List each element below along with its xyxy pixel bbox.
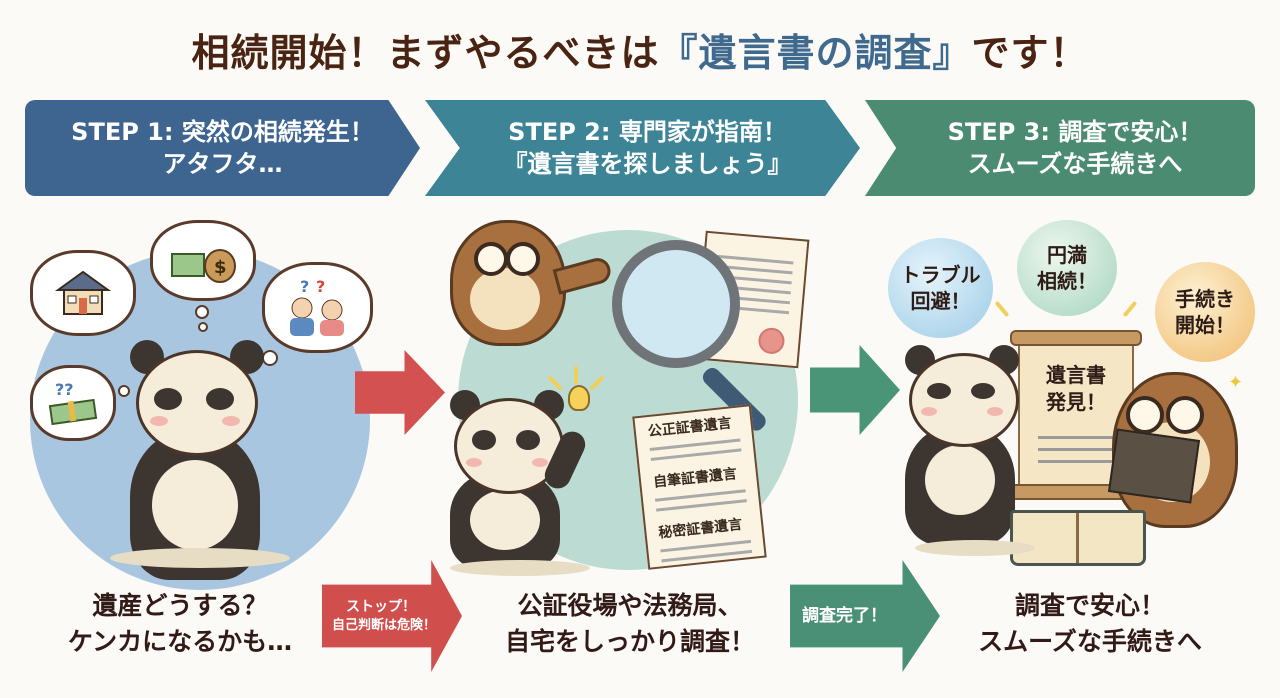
- ground-shadow: [110, 548, 290, 568]
- step-2-banner: STEP 2: 専門家が指南！ 『遺言書を探しましょう』: [425, 100, 860, 196]
- step-3-label: STEP 3: 調査で安心！: [947, 117, 1203, 146]
- book-icon: [1107, 428, 1201, 504]
- svg-text:$: $: [214, 257, 227, 278]
- thought-arguing-family: ? ?: [262, 262, 373, 353]
- stop-arrow: ストップ！ 自己判断は危険！: [322, 560, 462, 672]
- svg-text:?: ?: [300, 277, 309, 296]
- lightbulb-icon: [568, 385, 590, 411]
- open-book-icon: [1010, 510, 1146, 566]
- joy-ray: [994, 300, 1010, 318]
- money-bag-icon: $: [171, 248, 236, 283]
- doc-type-holographic: 自筆証書遺言: [652, 466, 738, 491]
- arguing-family-icon: ? ?: [289, 277, 344, 336]
- scene-2-caption: 公証役場や法務局、 自宅をしっかり調査！: [504, 591, 755, 657]
- thought-dot: [262, 350, 278, 366]
- will-scroll: 遺言書発見！: [1010, 330, 1142, 500]
- bubble-avoid-trouble: トラブル回避！: [888, 238, 993, 338]
- done-arrow-label: 調査完了！: [802, 605, 887, 626]
- ground-shadow: [915, 540, 1035, 556]
- step-3-banner: STEP 3: 調査で安心！ スムーズな手続きへ: [865, 100, 1255, 196]
- sparkle-icon: ✦: [1228, 372, 1244, 393]
- green-arrow-icon: [810, 345, 900, 435]
- scene-1-caption: 遺産どうする？ ケンカになるかも…: [67, 591, 293, 657]
- stop-arrow-line2: 自己判断は危険！: [332, 617, 437, 633]
- thought-dot: [118, 385, 130, 397]
- step-2-sub: 『遺言書を探しましょう』: [503, 150, 792, 178]
- title-suffix: です！: [971, 31, 1089, 75]
- step-2-label: STEP 2: 専門家が指南！: [508, 117, 787, 146]
- bubble-harmonious-inheritance: 円満相続！: [1017, 220, 1117, 316]
- thought-dot: [198, 322, 208, 332]
- ground-shadow: [450, 560, 590, 576]
- doc-type-secret: 秘密証書遺言: [657, 516, 744, 542]
- title-highlight: 『遺言書の調査』: [659, 31, 972, 75]
- thought-cash-question: ??: [30, 365, 116, 441]
- svg-text:?: ?: [316, 277, 325, 296]
- investigation-done-arrow: 調査完了！: [790, 560, 940, 672]
- thought-money-bag: $: [150, 220, 256, 301]
- svg-text:??: ??: [55, 380, 74, 399]
- bulb-ray: [574, 366, 578, 384]
- step-1-banner: STEP 1: 突然の相続発生！ アタフタ…: [25, 100, 420, 196]
- thought-house: [30, 250, 136, 336]
- thought-dot: [195, 305, 209, 319]
- step-3-sub: スムーズな手続きへ: [967, 150, 1183, 178]
- bubble-start-procedures: 手続き開始！: [1155, 262, 1255, 362]
- page-title: 相続開始！まずやるべきは『遺言書の調査』です！: [0, 22, 1280, 77]
- scroll-text: 遺言書発見！: [1046, 363, 1106, 414]
- step-1-sub: アタフタ…: [162, 150, 283, 178]
- stop-arrow-line1: ストップ！: [346, 598, 416, 615]
- joy-ray: [1122, 300, 1138, 318]
- title-prefix: 相続開始！まずやるべきは: [191, 31, 660, 75]
- scene-3-caption: 調査で安心！ スムーズな手続きへ: [978, 591, 1202, 657]
- will-types-document: 公正証書遺言 自筆証書遺言 秘密証書遺言: [632, 404, 767, 570]
- seal-stamp-icon: [757, 326, 786, 355]
- step-1-label: STEP 1: 突然の相続発生！: [71, 117, 374, 146]
- house-icon: [54, 270, 112, 315]
- magnifier-icon: [612, 240, 740, 368]
- cash-question-icon: ??: [48, 380, 98, 426]
